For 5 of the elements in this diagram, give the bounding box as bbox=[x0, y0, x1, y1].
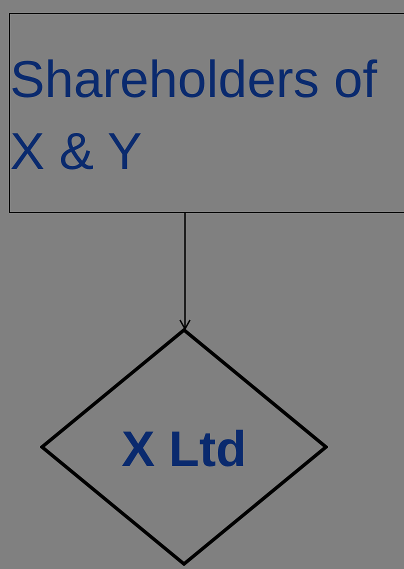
process-box bbox=[9, 13, 404, 213]
node-label: X Ltd bbox=[122, 420, 246, 478]
decision-diamond bbox=[40, 328, 328, 566]
arrow bbox=[179, 213, 191, 330]
node-label: Shareholders of X & Y bbox=[10, 50, 378, 183]
